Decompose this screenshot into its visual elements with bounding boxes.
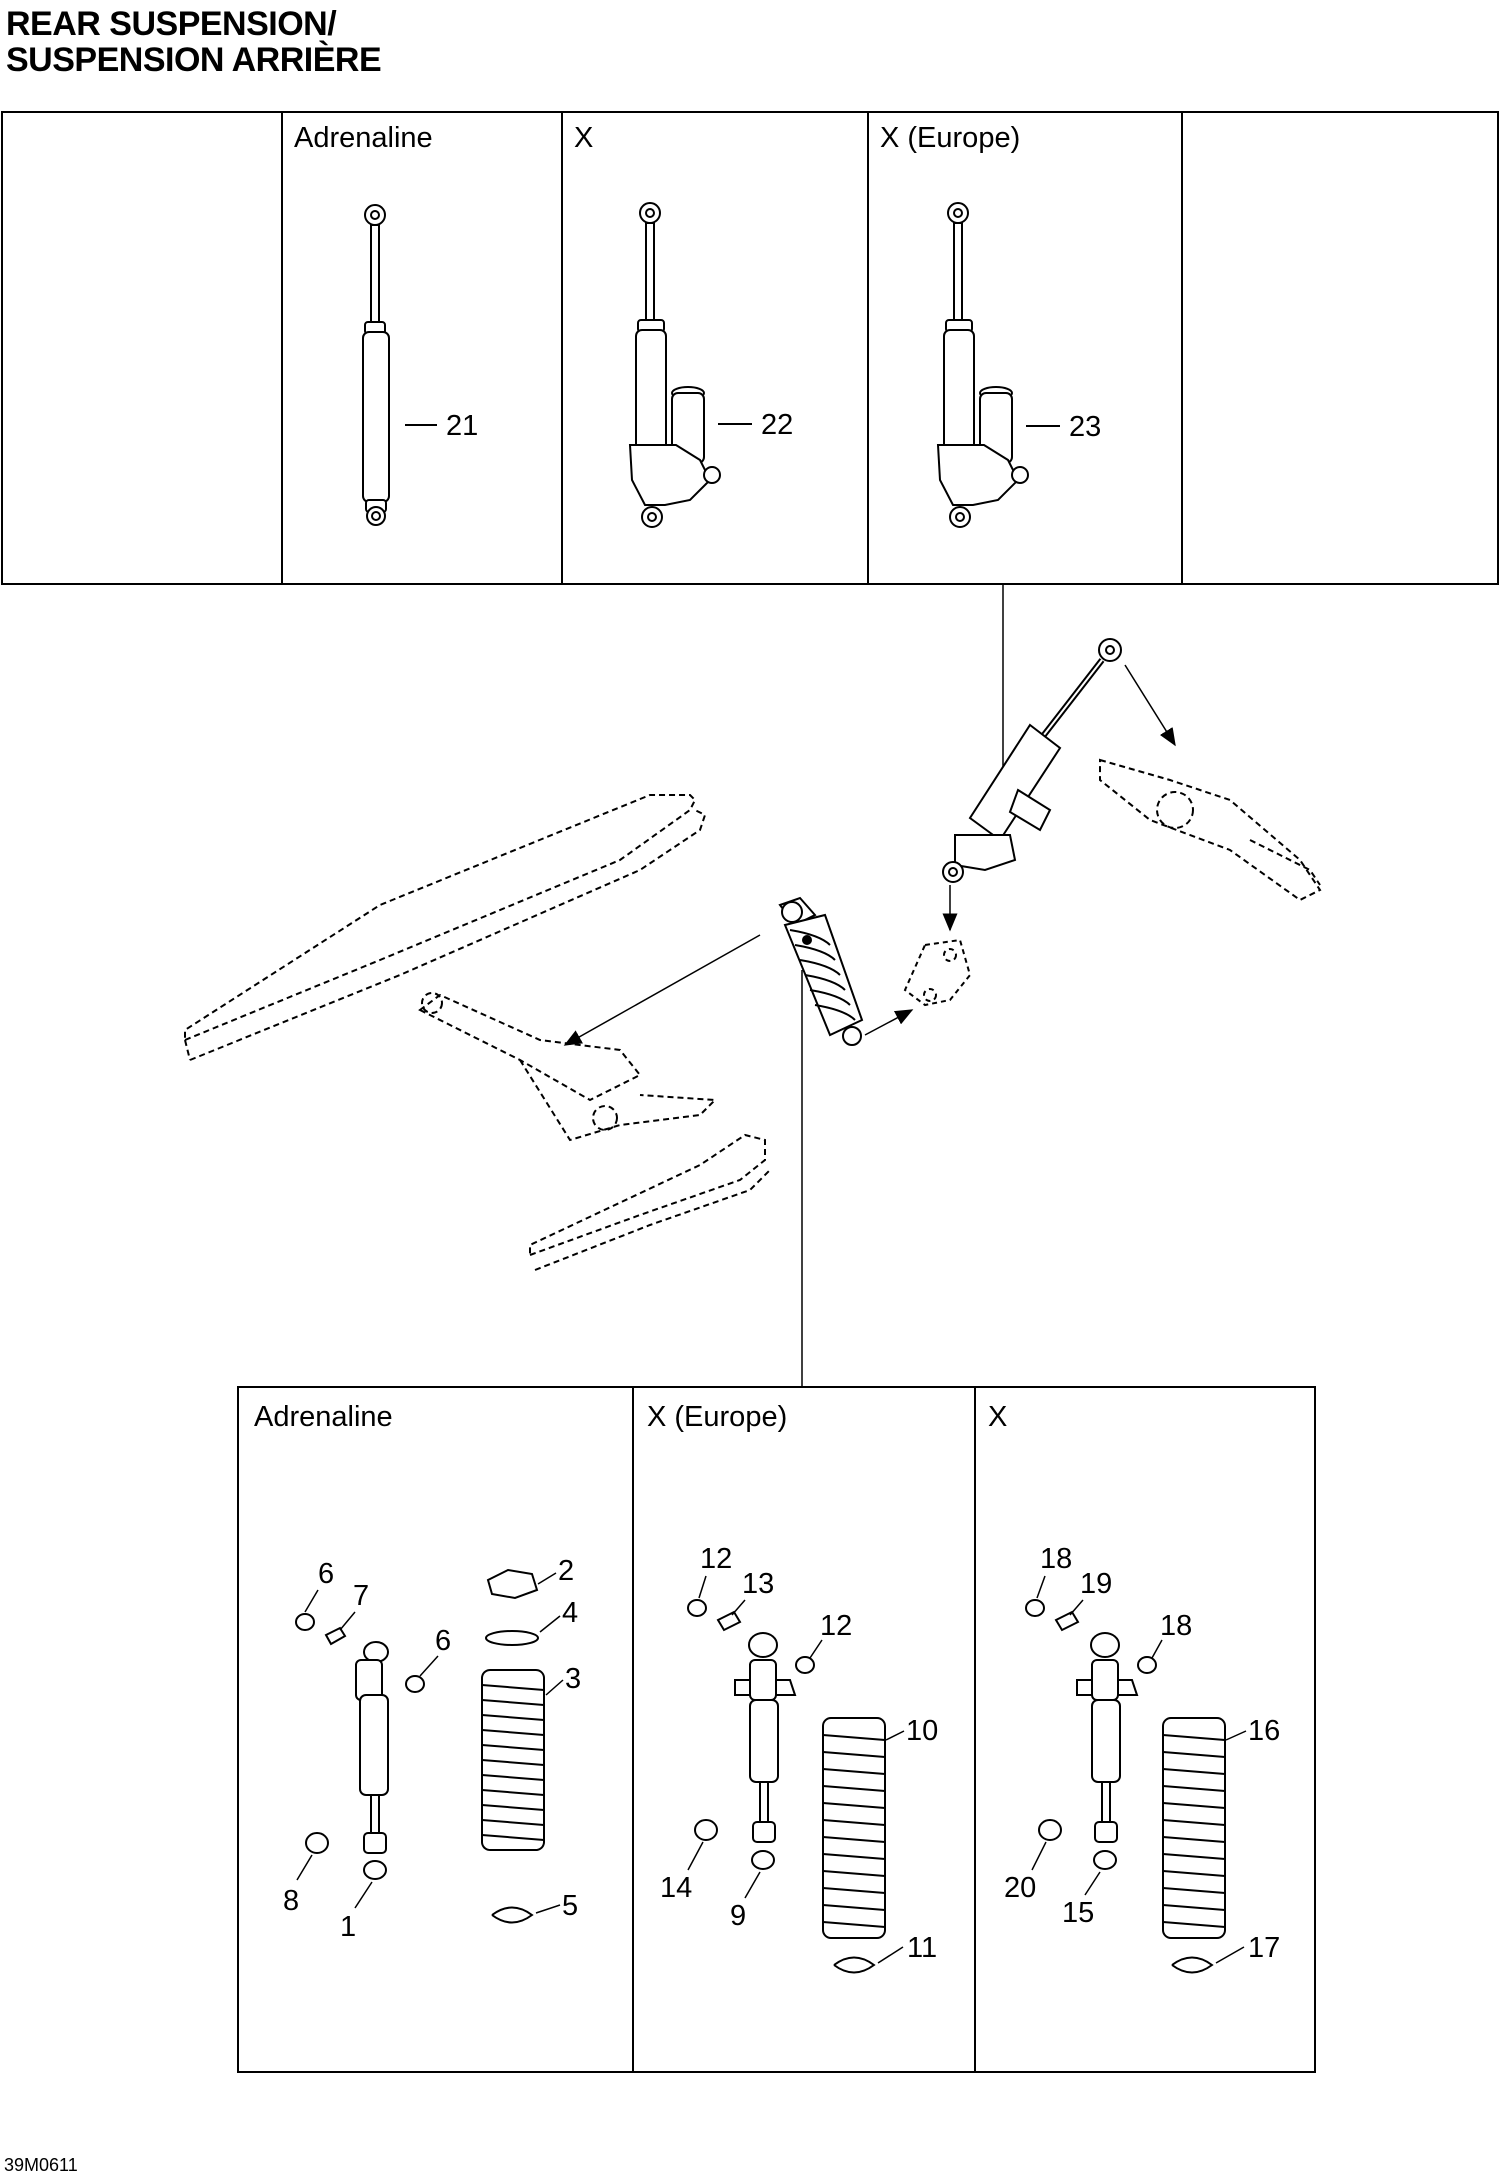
callout-13: 13 — [742, 1568, 774, 1600]
leader-16 — [1225, 1730, 1247, 1741]
callout-18-right: 18 — [1160, 1610, 1192, 1642]
x-shock-body — [1025, 1599, 1157, 1870]
leader-6-top — [304, 1589, 319, 1613]
callout-9: 9 — [730, 1900, 746, 1932]
callout-11: 11 — [907, 1932, 937, 1964]
callout-20: 20 — [1004, 1872, 1036, 1904]
arrow-center-shock-to-arm — [563, 934, 761, 1046]
leader-18-right — [1151, 1639, 1163, 1659]
callout-12-right: 12 — [820, 1610, 852, 1642]
top-cell-label-x-europe: X (Europe) — [880, 122, 1020, 154]
callout-12-top: 12 — [700, 1543, 732, 1575]
leader-6-right — [419, 1655, 439, 1677]
callout-22: 22 — [761, 409, 793, 441]
callout-19: 19 — [1080, 1568, 1112, 1600]
top-cell-label-adrenaline: Adrenaline — [294, 122, 433, 154]
leader-4 — [539, 1615, 561, 1633]
bottom-cell-label-x: X — [988, 1401, 1007, 1433]
top-table — [1, 111, 1499, 585]
leader-5 — [535, 1904, 561, 1914]
leader-3 — [545, 1679, 564, 1696]
callout-3: 3 — [565, 1663, 581, 1695]
leader-15 — [1084, 1871, 1101, 1896]
callout-6-top: 6 — [318, 1558, 334, 1590]
shock-absorber-23 — [936, 202, 1029, 528]
figure-id: 39M0611 — [4, 2155, 78, 2175]
page-title: REAR SUSPENSION/ SUSPENSION ARRIÈRE — [6, 5, 382, 79]
callout-6-right: 6 — [435, 1625, 451, 1657]
leader-11 — [877, 1946, 904, 1964]
top-cell-label-x: X — [574, 122, 593, 154]
callout-18-top: 18 — [1040, 1543, 1072, 1575]
adrenaline-shock-body — [295, 1613, 425, 1880]
front-shock-absorber — [942, 638, 1122, 883]
bottom-table — [237, 1386, 1316, 2073]
leader-12-right — [809, 1639, 823, 1659]
adrenaline-spring — [481, 1568, 545, 1924]
callout-15: 15 — [1062, 1897, 1094, 1929]
rail-left — [184, 794, 707, 1061]
callout-17: 17 — [1248, 1932, 1280, 1964]
callout-8: 8 — [283, 1885, 299, 1917]
leader-18-top — [1036, 1575, 1046, 1599]
callout-16: 16 — [1248, 1715, 1280, 1747]
leader-8 — [296, 1854, 313, 1881]
arrow-front-shock-to-arm — [1124, 664, 1176, 747]
shock-absorber-22 — [628, 202, 721, 528]
shock-bracket — [903, 938, 972, 1007]
suspension-arm — [418, 992, 718, 1142]
leader-10 — [885, 1730, 905, 1741]
leader-20 — [1031, 1841, 1047, 1871]
callout-1: 1 — [340, 1911, 356, 1943]
leader-17 — [1215, 1946, 1245, 1964]
x-europe-spring — [822, 1717, 886, 1974]
callout-14: 14 — [660, 1872, 692, 1904]
front-arm-assembly — [1099, 758, 1322, 902]
leader-12-top — [698, 1575, 707, 1599]
leader-7 — [339, 1611, 356, 1631]
arrow-center-shock-to-bracket — [864, 1009, 914, 1036]
leader-2 — [537, 1572, 557, 1585]
callout-10: 10 — [906, 1715, 938, 1747]
leader-19 — [1069, 1599, 1084, 1616]
center-shock-dot — [802, 935, 812, 945]
leader-14 — [687, 1841, 704, 1871]
leader-9 — [744, 1871, 761, 1899]
shock-absorber-21 — [362, 204, 390, 526]
title-line-2: SUSPENSION ARRIÈRE — [6, 41, 382, 79]
callout-5: 5 — [562, 1890, 578, 1922]
leader-13 — [731, 1599, 746, 1616]
callout-23: 23 — [1069, 411, 1101, 443]
leader-1 — [354, 1881, 373, 1909]
rail-right — [529, 1133, 771, 1271]
center-coilover-shock — [778, 896, 864, 1046]
bottom-cell-label-x-europe: X (Europe) — [647, 1401, 787, 1433]
x-europe-shock-body — [687, 1599, 815, 1870]
callout-4: 4 — [562, 1597, 578, 1629]
callout-21: 21 — [446, 410, 478, 442]
callout-7: 7 — [353, 1580, 369, 1612]
bottom-cell-label-adrenaline: Adrenaline — [254, 1401, 393, 1433]
x-spring — [1162, 1717, 1226, 1974]
title-line-1: REAR SUSPENSION/ — [6, 5, 337, 43]
callout-2: 2 — [558, 1555, 574, 1587]
